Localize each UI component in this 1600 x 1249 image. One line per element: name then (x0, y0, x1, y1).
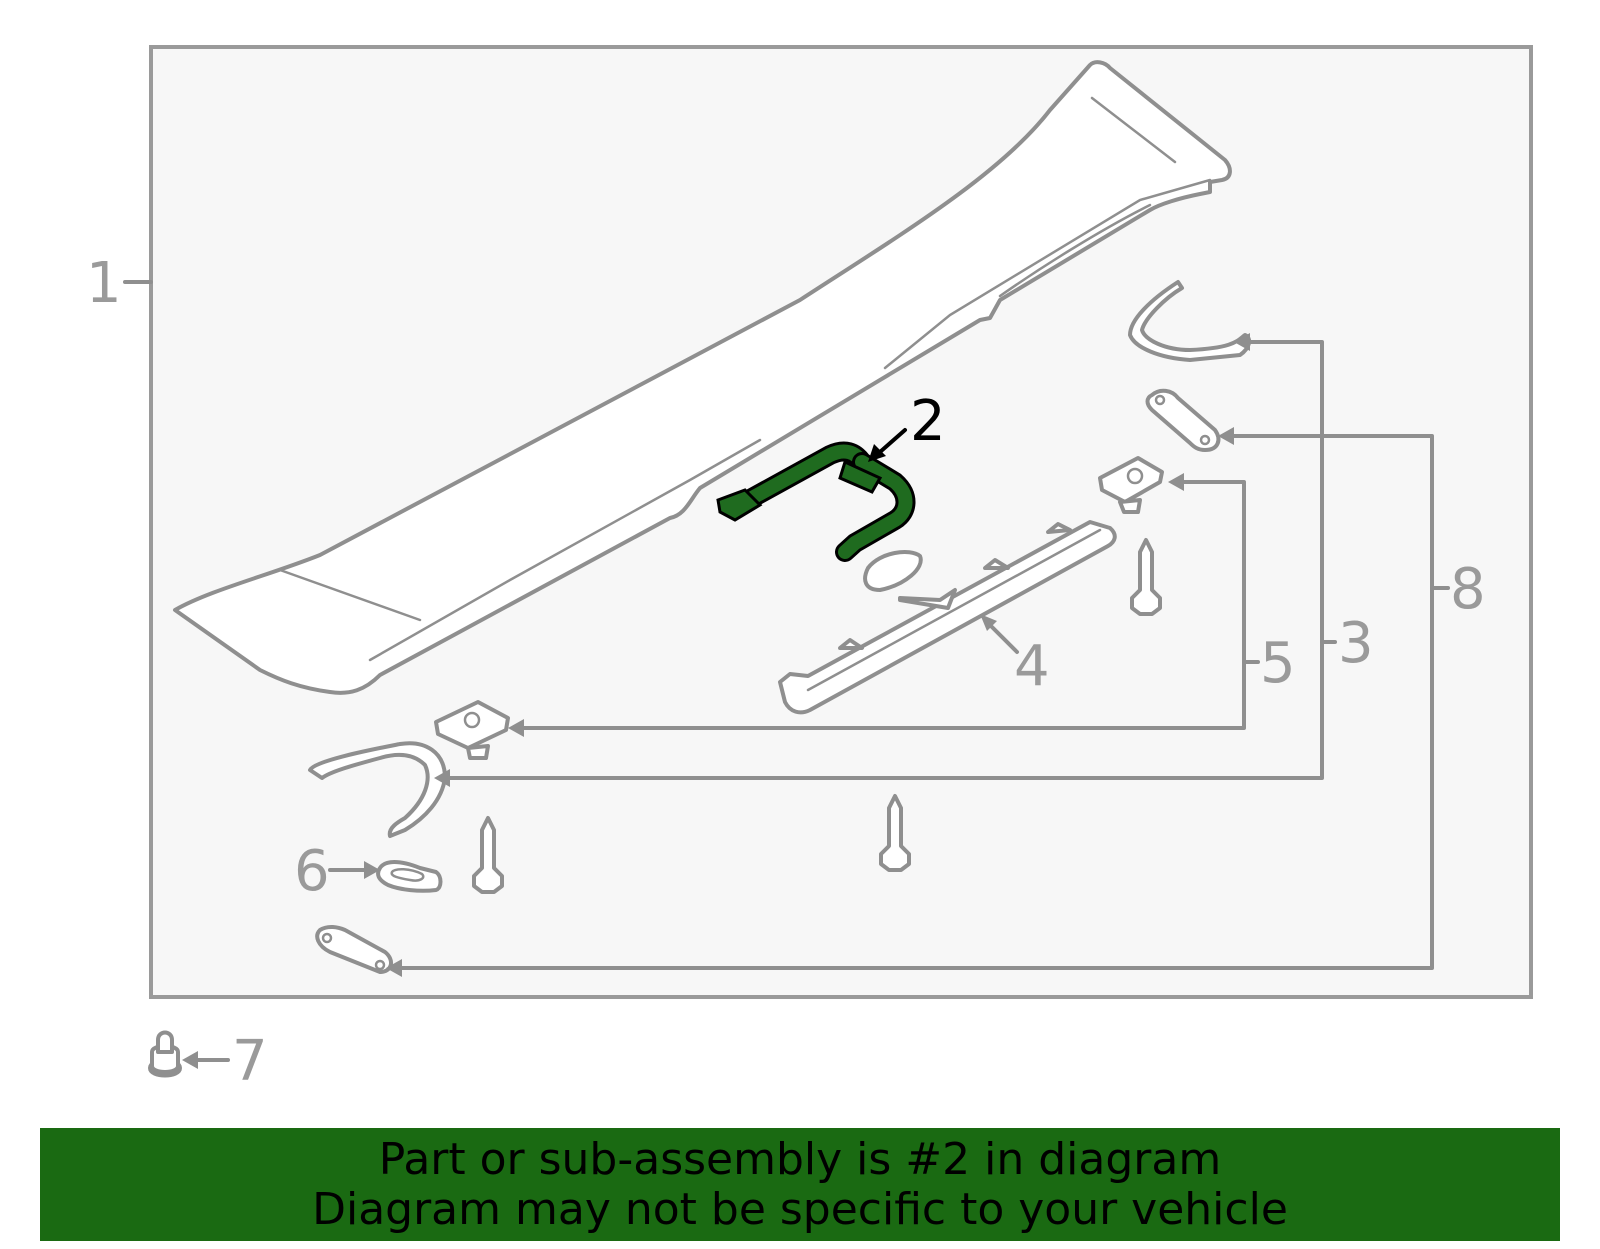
clip-part-5-left (434, 700, 510, 760)
banner-background (40, 1128, 1560, 1241)
seal-part-3-upper (1128, 280, 1252, 362)
callout-4: 4 (1014, 634, 1050, 699)
nut-part-7 (148, 1030, 182, 1078)
callout-3: 3 (1338, 611, 1374, 676)
callout-8: 8 (1450, 557, 1486, 622)
light-bar-part-4 (778, 520, 1117, 715)
seal-part-3-lower (308, 741, 447, 838)
banner-line-2: Diagram may not be specific to your vehi… (312, 1183, 1288, 1235)
info-banner: Part or sub-assembly is #2 in diagram Di… (40, 1128, 1560, 1241)
callout-7: 7 (232, 1029, 268, 1094)
gasket-ring (863, 550, 923, 592)
pad-part-8-upper (1145, 388, 1221, 452)
callout-5: 5 (1260, 631, 1296, 696)
screw-right (1130, 538, 1162, 616)
screw-center (879, 794, 911, 872)
grommet-part-6 (376, 860, 443, 893)
callout-6: 6 (294, 839, 330, 904)
pad-part-8-lower (315, 925, 393, 974)
callout-labels: 1 2 3 4 5 6 7 8 (86, 251, 1486, 1094)
callout-1: 1 (86, 251, 122, 316)
rear-spoiler-part-1 (173, 60, 1232, 695)
arrowheads (182, 333, 1250, 1069)
screw-left (472, 816, 504, 894)
callout-2: 2 (910, 389, 946, 454)
leader-lines (123, 280, 1450, 1062)
banner-line-1: Part or sub-assembly is #2 in diagram (378, 1133, 1222, 1185)
highlighted-part-2 (716, 441, 916, 562)
clip-part-5-right (1098, 456, 1164, 514)
